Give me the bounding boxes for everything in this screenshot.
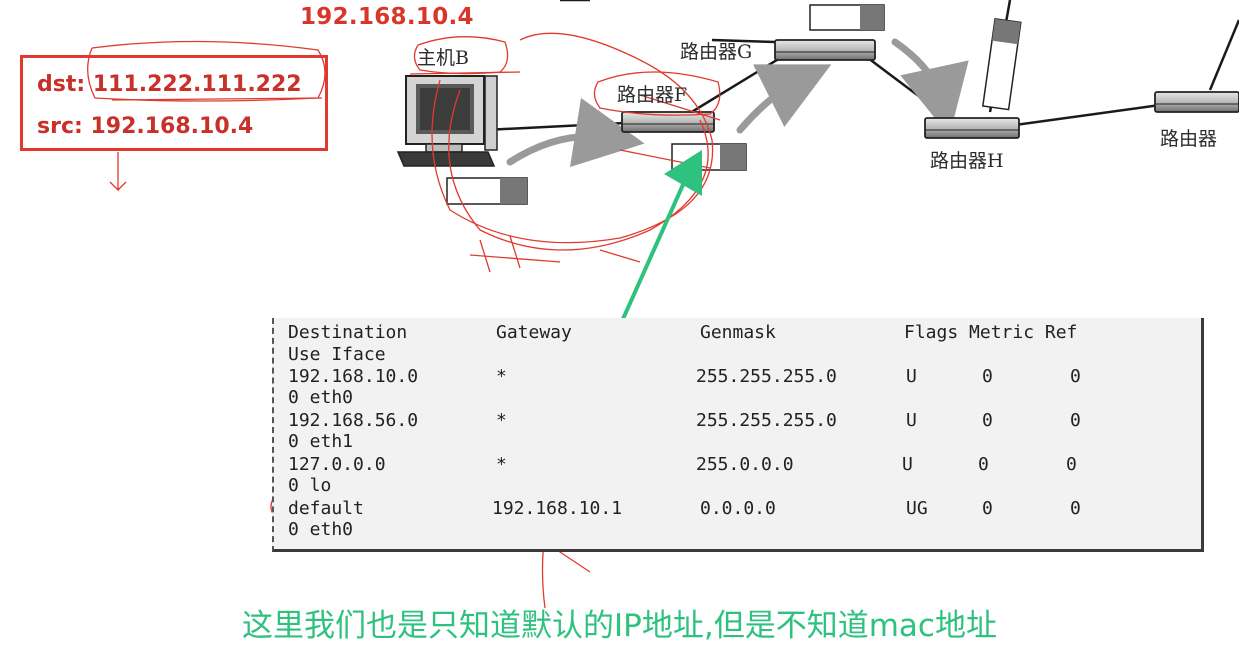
row2-ref: 0 — [1070, 410, 1081, 431]
row4-flags: UG — [906, 498, 928, 519]
row1-gateway: * — [496, 366, 507, 387]
row4-gateway: 192.168.10.1 — [492, 498, 623, 519]
row2-use-iface: 0 eth1 — [288, 431, 354, 452]
routerf-circle — [593, 71, 721, 116]
col-header-gateway: Gateway — [496, 322, 572, 343]
row2-flags: U — [906, 410, 917, 431]
col-header-use-iface: Use Iface — [288, 344, 386, 365]
row1-use-iface: 0 eth0 — [288, 387, 354, 408]
link-hostb-routerf — [484, 121, 626, 132]
caption-text: 这里我们也是只知道默认的IP地址,但是不知道mac地址 — [242, 608, 997, 644]
row3-gateway: * — [496, 454, 507, 475]
src-label: src: — [37, 114, 83, 139]
row3-use-iface: 0 lo — [288, 475, 332, 496]
dst-label: dst: — [37, 72, 86, 97]
row3-destination: 127.0.0.0 — [288, 454, 386, 475]
packet-tokens — [446, 4, 1022, 205]
row1-destination: 192.168.10.0 — [288, 366, 419, 387]
flow-arrow-3 — [891, 38, 969, 137]
row2-destination: 192.168.56.0 — [288, 410, 419, 431]
row4-destination: default — [288, 498, 364, 519]
row2-genmask: 255.255.255.0 — [696, 410, 837, 431]
scribble-loop-1 — [431, 32, 714, 244]
col-header-destination: Destination — [288, 322, 408, 343]
flow-arrow-1 — [506, 97, 645, 168]
row4-metric: 0 — [982, 498, 993, 519]
link-routerg-left — [711, 38, 776, 44]
host-b-label: 主机B — [417, 47, 469, 69]
dst-underline — [111, 97, 323, 101]
col-header-flags-metric-ref: Flags Metric Ref — [904, 322, 1078, 343]
routing-table: Destination Gateway Genmask Flags Metric… — [272, 318, 1204, 552]
row1-ref: 0 — [1070, 366, 1081, 387]
row3-metric: 0 — [978, 454, 989, 475]
router-f-icon — [621, 111, 715, 133]
packet-src-line: src: 192.168.10.4 — [37, 114, 253, 139]
row1-metric: 0 — [982, 366, 993, 387]
row3-flags: U — [902, 454, 913, 475]
router-f-label: 路由器F — [617, 84, 688, 106]
row4-use-iface: 0 eth0 — [288, 519, 354, 540]
packet-token-1 — [446, 177, 528, 205]
host-b-computer-icon — [396, 75, 498, 167]
row2-gateway: * — [496, 410, 507, 431]
router-h-icon — [924, 117, 1020, 139]
row3-genmask: 255.0.0.0 — [696, 454, 794, 475]
row2-metric: 0 — [982, 410, 993, 431]
router-g-label: 路由器G — [680, 41, 753, 63]
hostb-underline — [409, 71, 521, 75]
row1-flags: U — [906, 366, 917, 387]
scribble-marks — [469, 235, 641, 273]
packet-token-3 — [809, 4, 885, 31]
row3-ref: 0 — [1066, 454, 1077, 475]
packet-dst-line: dst: 111.222.111.222 — [37, 72, 302, 97]
host-b-ip-label: 192.168.10.4 — [300, 4, 474, 30]
src-value: 192.168.10.4 — [90, 114, 254, 139]
link-right-up — [1208, 19, 1239, 91]
row1-genmask: 255.255.255.0 — [696, 366, 837, 387]
row4-genmask: 0.0.0.0 — [700, 498, 776, 519]
router-g-icon — [774, 39, 876, 61]
down-arrow-scribble — [109, 152, 127, 192]
packet-header-box: dst: 111.222.111.222 src: 192.168.10.4 — [20, 55, 328, 151]
row4-ref: 0 — [1070, 498, 1081, 519]
router-right-label: 路由器 — [1160, 128, 1218, 150]
packet-token-4 — [981, 17, 1022, 111]
link-routerf-routerg — [689, 50, 791, 115]
link-routerh-right — [1014, 103, 1161, 127]
flow-arrow-2 — [736, 64, 832, 134]
router-h-label: 路由器H — [930, 150, 1004, 172]
packet-flow-arrows — [506, 38, 969, 168]
router-right-icon — [1154, 91, 1239, 113]
col-header-genmask: Genmask — [700, 322, 776, 343]
dst-value: 111.222.111.222 — [92, 72, 302, 97]
